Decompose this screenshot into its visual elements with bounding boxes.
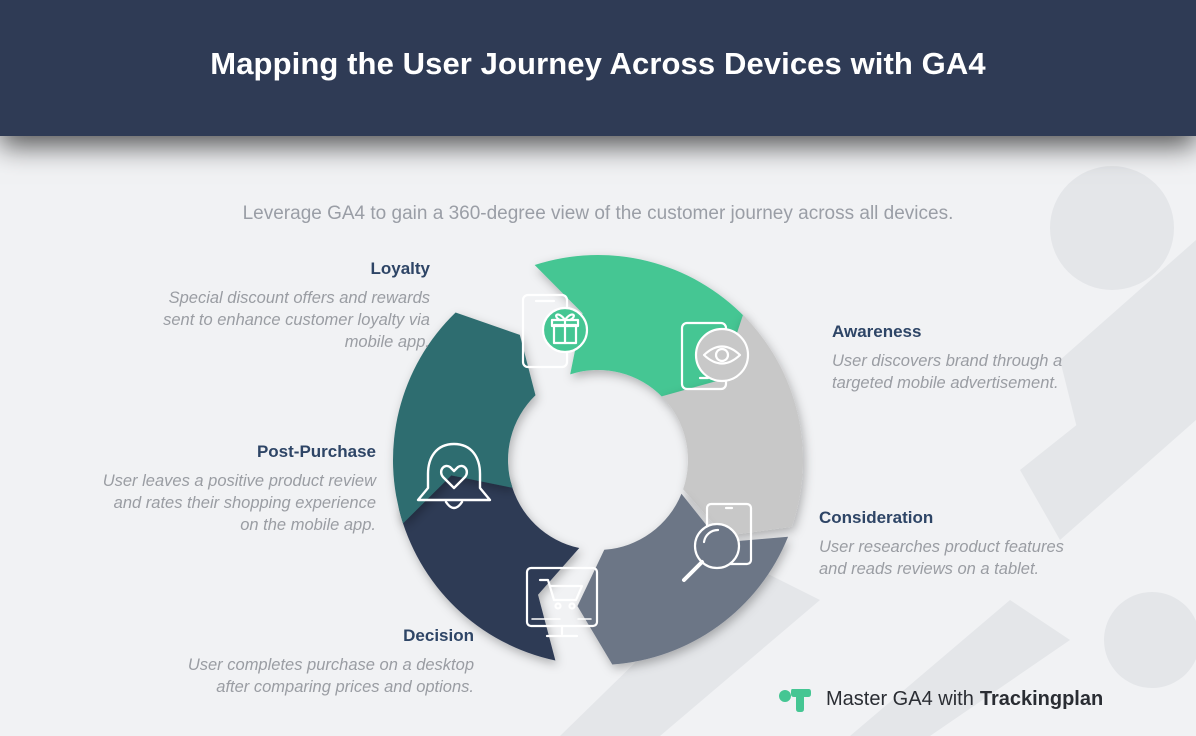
segment-decision — [399, 465, 580, 661]
brand-prefix: Master GA4 with — [826, 687, 974, 710]
eye-phone-icon — [680, 321, 750, 391]
gift-phone-icon — [521, 293, 589, 369]
step-title: Consideration — [819, 508, 934, 527]
step-description: User leaves a positive product review an… — [102, 472, 376, 534]
segment-awareness — [661, 315, 803, 536]
step-description: Special discount offers and rewards sent… — [163, 289, 430, 351]
brand-footer: Master GA4 with Trackingplan — [778, 684, 1103, 714]
step-description: User completes purchase on a desktop aft… — [187, 656, 474, 696]
step-title: Awareness — [832, 322, 922, 341]
trackingplan-logo-icon — [779, 689, 811, 712]
step-title: Loyalty — [370, 259, 430, 278]
bell-heart-icon — [416, 442, 492, 510]
step-description: User discovers brand through a targeted … — [832, 352, 1063, 392]
step-consideration: Consideration User researches product fe… — [819, 508, 1064, 580]
brand-name: Trackingplan — [979, 687, 1104, 710]
step-title: Decision — [403, 626, 474, 645]
page-subtitle: Leverage GA4 to gain a 360-degree view o… — [242, 203, 954, 224]
step-decision: Decision User completes purchase on a de… — [188, 626, 474, 698]
step-awareness: Awareness User discovers brand through a… — [832, 322, 1062, 394]
page-title: Mapping the User Journey Across Devices … — [210, 46, 986, 81]
step-description: User researches product features and rea… — [819, 538, 1064, 578]
header-banner: Mapping the User Journey Across Devices … — [0, 0, 1196, 136]
step-loyalty: Loyalty Special discount offers and rewa… — [163, 259, 430, 353]
step-title: Post-Purchase — [256, 442, 376, 461]
segment-loyalty — [534, 255, 746, 398]
step-post-purchase: Post-Purchase User leaves a positive pro… — [103, 442, 376, 536]
